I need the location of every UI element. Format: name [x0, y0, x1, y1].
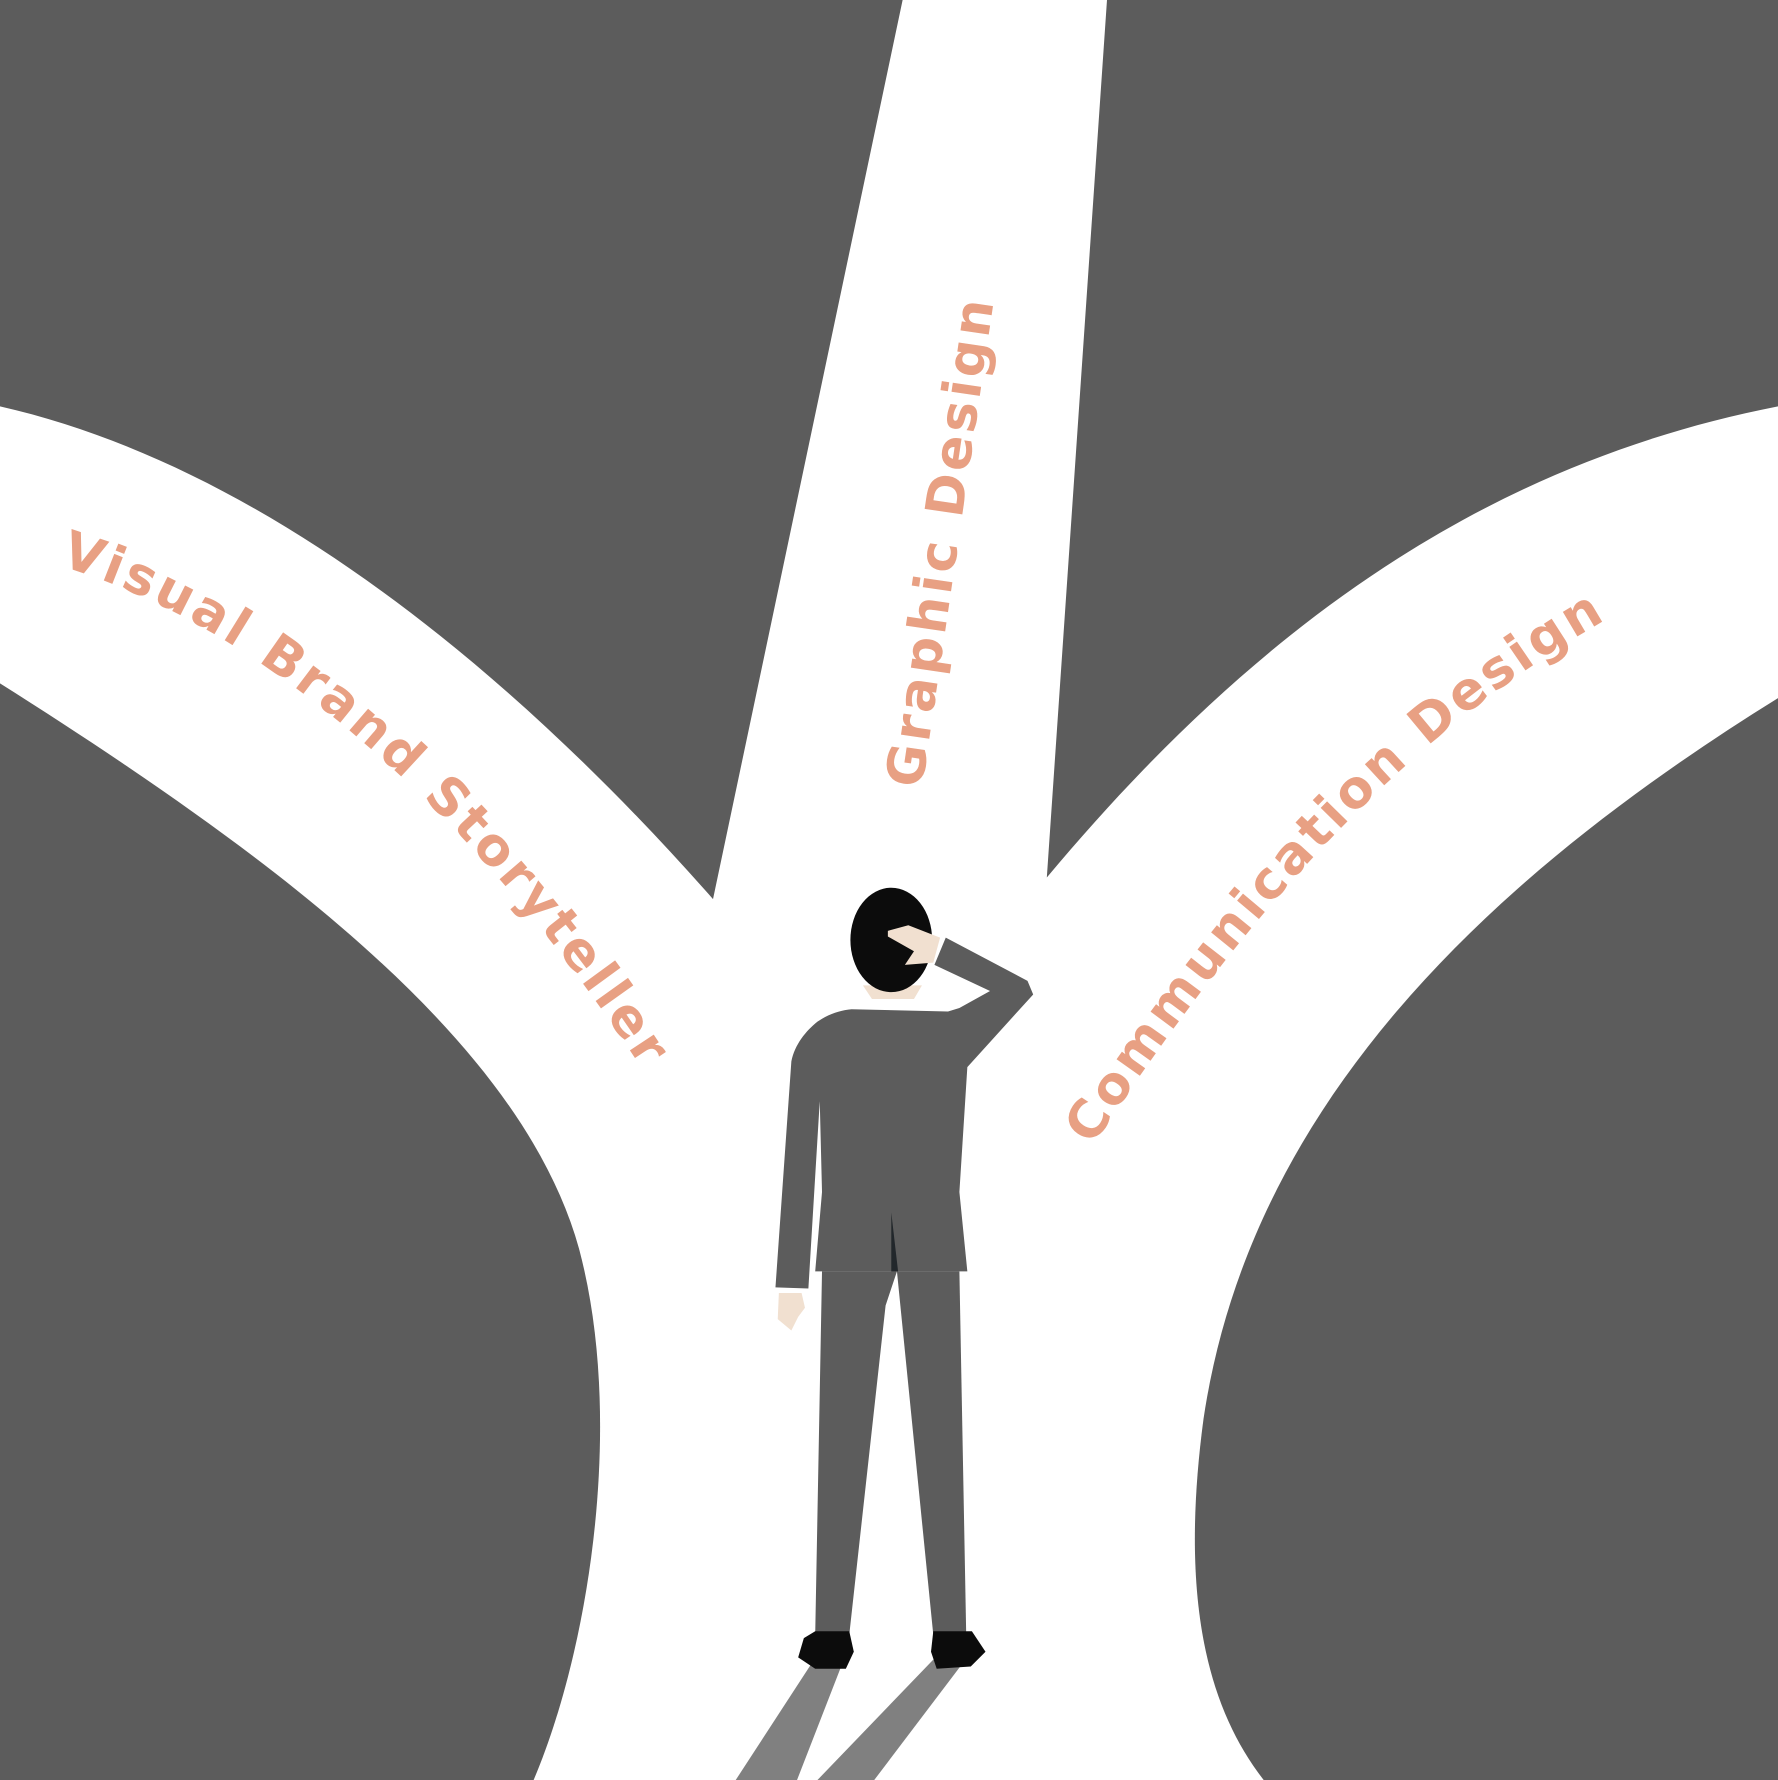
ground-bottom-left [0, 683, 601, 1780]
shadow-left-leg [735, 1663, 843, 1780]
tie-shadow [891, 1212, 899, 1272]
right-shoe [931, 1631, 986, 1669]
torso [775, 937, 1034, 1289]
person-figure [735, 887, 1034, 1780]
ground-bottom-right [1194, 698, 1778, 1780]
ground-top-right [1046, 0, 1778, 878]
left-leg [815, 1271, 897, 1635]
ground-top-left [0, 0, 903, 900]
left-hand [777, 1292, 805, 1331]
shadow-right-leg [817, 1659, 963, 1780]
head [850, 887, 933, 993]
left-shoe [798, 1631, 854, 1669]
right-leg [896, 1271, 967, 1635]
right-hand [887, 925, 941, 965]
